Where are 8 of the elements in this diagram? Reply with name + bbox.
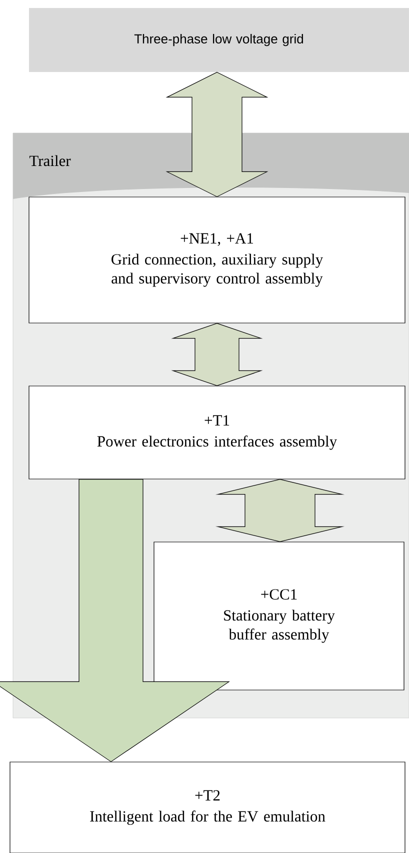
block-arrow [166, 72, 268, 198]
block-arrow [0, 479, 230, 762]
assembly-box: +CC1 Stationary battery buffer assembly [154, 542, 404, 690]
assembly-box: +T1 Power electronics interfaces assembly [28, 386, 406, 480]
assembly-box: +NE1, +A1 Grid connection, auxiliary supply and supervisory control assembly [28, 196, 406, 324]
block-arrow [215, 479, 345, 542]
assembly-box: +T2 Intelligent load for the EV emulation [10, 762, 406, 853]
assembly-box: Three-phase low voltage grid [29, 8, 409, 72]
